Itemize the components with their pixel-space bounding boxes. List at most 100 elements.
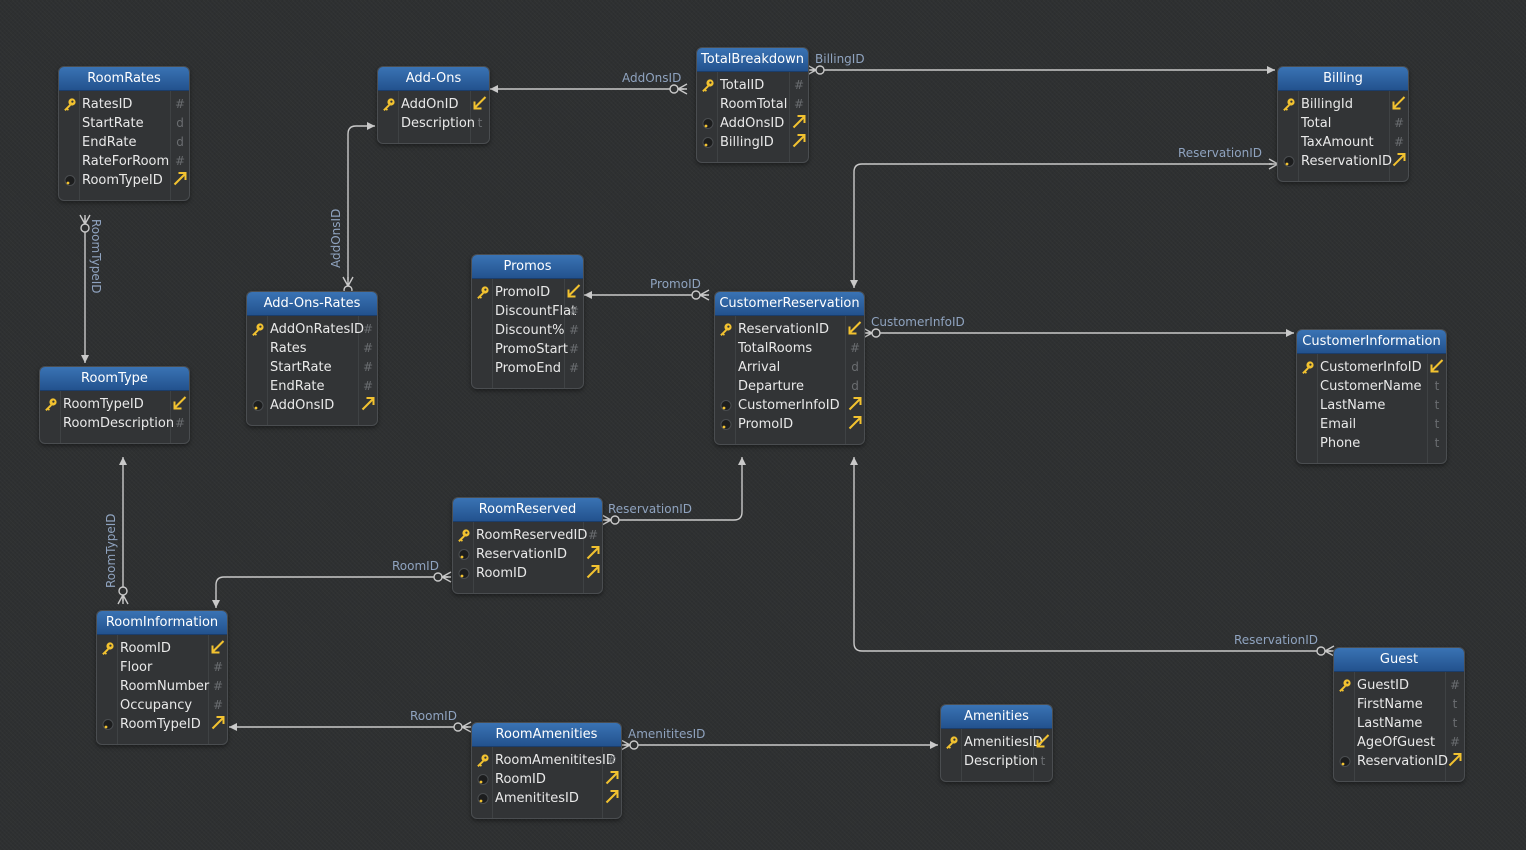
field-row[interactable]: RoomID (453, 564, 602, 583)
column-divider (1298, 91, 1299, 181)
entity-title[interactable]: RoomInformation (97, 611, 227, 635)
field-row[interactable]: Floor# (97, 658, 227, 677)
entity-title[interactable]: RoomRates (59, 67, 189, 91)
field-row[interactable]: RoomNumber# (97, 677, 227, 696)
entity-title[interactable]: RoomType (40, 367, 189, 391)
entity-title[interactable]: TotalBreakdown (697, 48, 808, 72)
field-name: CustomerInfoID (738, 398, 840, 413)
field-row[interactable]: PromoEnd# (472, 359, 583, 378)
field-row[interactable]: Discount%# (472, 321, 583, 340)
foreign-key-marker-icon (792, 133, 806, 154)
field-row[interactable]: TotalID# (697, 76, 808, 95)
primary-key-marker-icon (567, 283, 581, 304)
field-row[interactable]: RoomDescription# (40, 414, 189, 433)
field-type: # (793, 78, 805, 92)
entity-title[interactable]: Add-Ons (378, 67, 489, 91)
field-name: AddOnID (401, 97, 459, 112)
field-row[interactable]: AmenititesID (472, 789, 621, 808)
entity-title[interactable]: Add-Ons-Rates (247, 292, 377, 316)
field-row[interactable]: GuestID# (1334, 676, 1464, 695)
field-row[interactable]: PromoID (715, 415, 864, 434)
field-row[interactable]: StartRate# (247, 358, 377, 377)
field-row[interactable]: RoomTypeID (59, 171, 189, 190)
field-row[interactable]: TotalRooms# (715, 339, 864, 358)
column-divider (117, 635, 118, 744)
entity-title[interactable]: Promos (472, 255, 583, 279)
field-row[interactable]: RoomID (97, 639, 227, 658)
field-row[interactable]: RateForRoom# (59, 152, 189, 171)
field-row[interactable]: RoomTotal# (697, 95, 808, 114)
entity-title[interactable]: RoomReserved (453, 498, 602, 522)
field-type: t (1452, 716, 1458, 730)
field-row[interactable]: AddOnsID (247, 396, 377, 415)
field-row[interactable]: RoomTypeID (97, 715, 227, 734)
field-row[interactable]: RoomReservedID# (453, 526, 602, 545)
field-row[interactable]: RatesID# (59, 95, 189, 114)
field-row[interactable]: ReservationID (1278, 152, 1408, 171)
field-row[interactable]: BillingId (1278, 95, 1408, 114)
column-divider (564, 279, 565, 388)
field-row[interactable]: ReservationID (715, 320, 864, 339)
column-divider (170, 391, 171, 443)
field-row[interactable]: AddOnRatesID# (247, 320, 377, 339)
field-row[interactable]: AgeOfGuest# (1334, 733, 1464, 752)
field-row[interactable]: DiscountFlat# (472, 302, 583, 321)
field-row[interactable]: EndRate# (247, 377, 377, 396)
field-row[interactable]: AmenitiesID (941, 733, 1052, 752)
field-row[interactable]: Occupancy# (97, 696, 227, 715)
field-row[interactable]: TaxAmount# (1278, 133, 1408, 152)
field-row[interactable]: RoomID (472, 770, 621, 789)
field-row[interactable]: CustomerInfoID (1297, 358, 1446, 377)
field-row[interactable]: RoomTypeID (40, 395, 189, 414)
field-row[interactable]: BillingID (697, 133, 808, 152)
field-row[interactable]: PromoID (472, 283, 583, 302)
entity-title[interactable]: CustomerInformation (1297, 330, 1446, 354)
field-row[interactable]: ReservationID (453, 545, 602, 564)
entity-title[interactable]: Amenities (941, 705, 1052, 729)
key-icon (43, 397, 58, 412)
entity-title[interactable]: RoomAmenities (472, 723, 621, 747)
foreign-key-marker-icon (1392, 152, 1406, 173)
field-row[interactable]: CustomerInfoID (715, 396, 864, 415)
primary-key-marker-icon (848, 320, 862, 341)
field-row[interactable]: AddOnID (378, 95, 489, 114)
field-row[interactable]: Total# (1278, 114, 1408, 133)
field-name: GuestID (1357, 678, 1410, 693)
entity-title[interactable]: Guest (1334, 648, 1464, 672)
field-row[interactable]: AddOnsID (697, 114, 808, 133)
field-row[interactable]: PromoStart# (472, 340, 583, 359)
field-row[interactable]: RoomAmenititesID# (472, 751, 621, 770)
foreign-key-marker-icon (586, 545, 600, 566)
primary-key-marker-icon (211, 639, 225, 660)
field-row[interactable]: Rates# (247, 339, 377, 358)
field-row[interactable]: ReservationID (1334, 752, 1464, 771)
entity-title[interactable]: CustomerReservation (715, 292, 864, 316)
entity-title[interactable]: Billing (1278, 67, 1408, 91)
